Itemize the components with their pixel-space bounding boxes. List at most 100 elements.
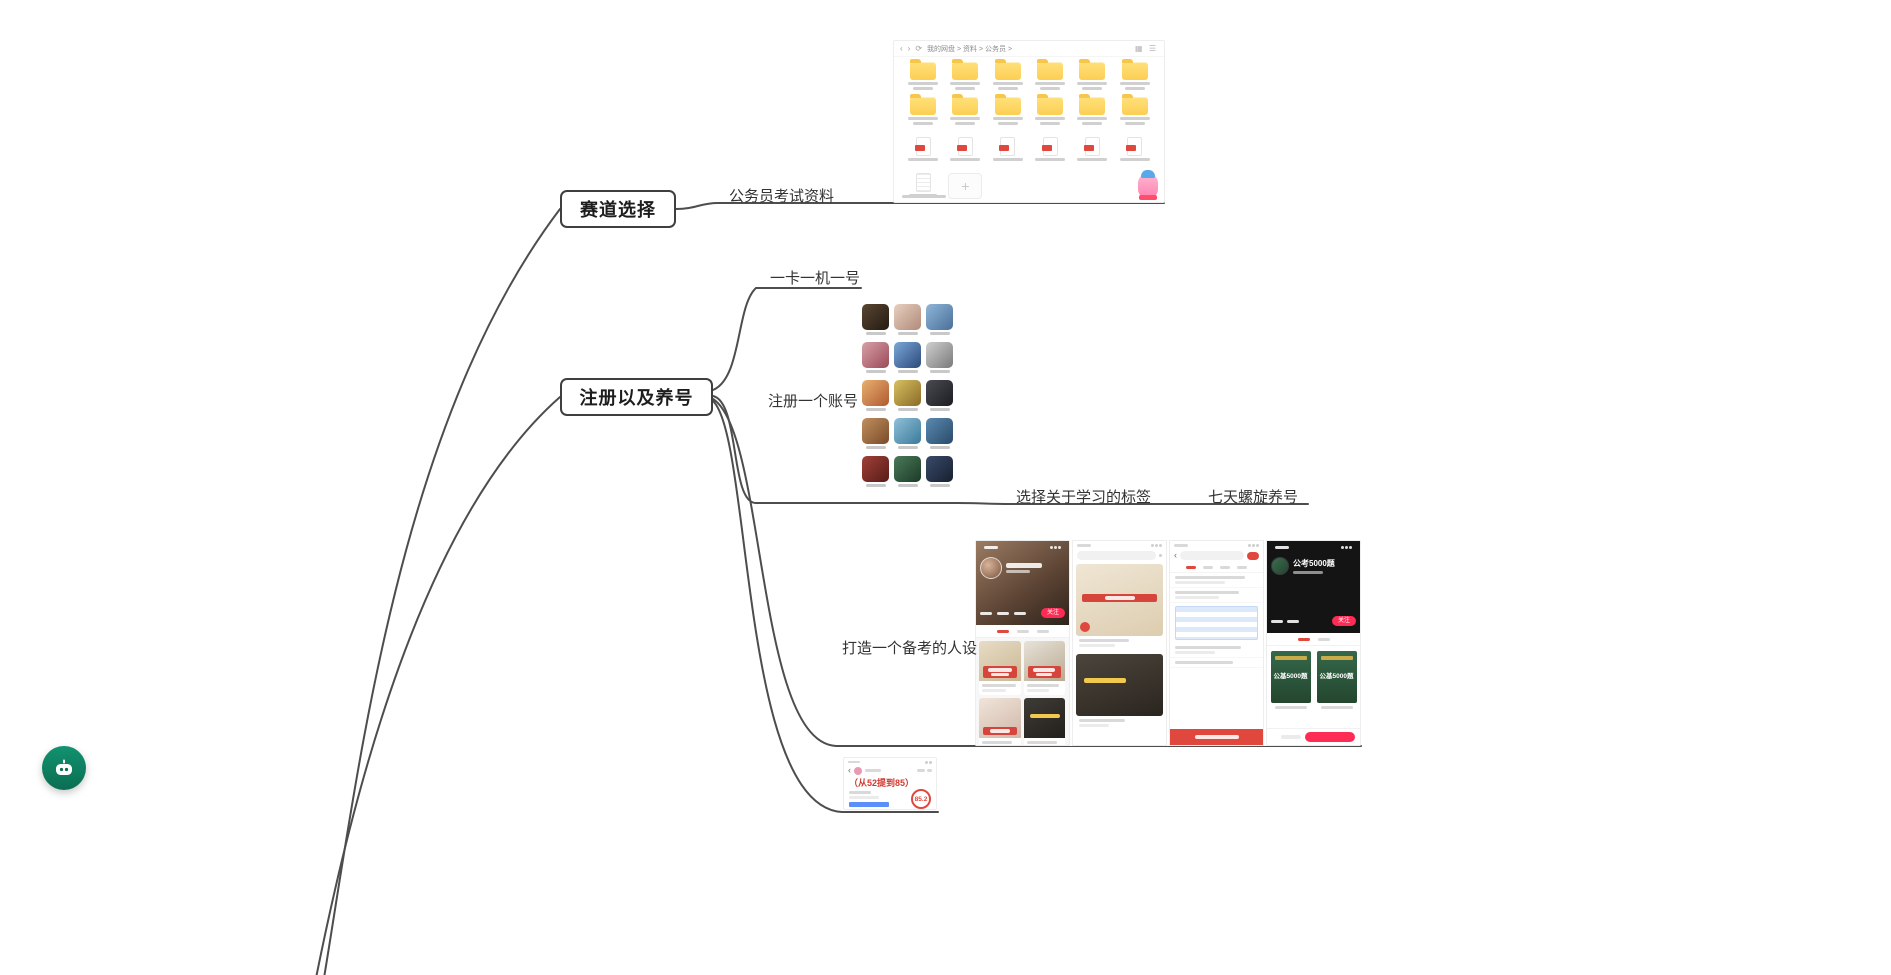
interest-tile[interactable] [926, 304, 953, 335]
pdf-file-item[interactable] [1029, 137, 1071, 161]
interest-image [894, 304, 921, 330]
back-icon[interactable]: ‹ [848, 765, 851, 775]
note-card[interactable] [979, 641, 1021, 695]
interest-tile[interactable] [926, 380, 953, 411]
interest-tile[interactable] [894, 418, 921, 449]
interest-tile[interactable] [894, 456, 921, 487]
folder-icon [910, 94, 937, 115]
phone-screenshot-feed [1072, 540, 1167, 746]
node-track-selection[interactable]: 赛道选择 [560, 190, 676, 228]
more-icon[interactable] [1159, 554, 1162, 557]
interest-tile[interactable] [926, 342, 953, 373]
pdf-file-item[interactable] [1071, 137, 1113, 161]
folder-item[interactable] [944, 59, 986, 90]
folder-item[interactable] [902, 59, 944, 90]
product-list: 公基5000题 公基5000题 [1267, 646, 1360, 714]
folder-item[interactable] [1114, 94, 1156, 125]
interest-tile[interactable] [926, 418, 953, 449]
branch-one-card-one-phone[interactable]: 一卡一机一号 [770, 270, 861, 287]
pdf-file-item[interactable] [902, 137, 944, 161]
view-options-icons[interactable]: ▦ ☰ [1135, 44, 1158, 53]
branch-study-tags[interactable]: 选择关于学习的标签 [1016, 489, 1152, 506]
folder-item[interactable] [944, 94, 986, 125]
follow-button[interactable]: 关注 [1331, 616, 1356, 626]
chat-widget-button[interactable] [42, 746, 86, 790]
avatar[interactable] [980, 557, 1002, 579]
branch-exam-materials[interactable]: 公务员考试资料 [729, 188, 835, 205]
back-icon[interactable]: ‹ [900, 44, 903, 53]
folder-item[interactable] [1114, 59, 1156, 90]
interest-tile[interactable] [894, 380, 921, 411]
interest-tile[interactable] [862, 380, 889, 411]
folder-item[interactable] [1071, 59, 1113, 90]
score-report-screenshot[interactable]: ‹ （从52提到85） 85.2 [843, 757, 937, 810]
topic-subtitle [1293, 571, 1323, 574]
note-card[interactable] [1076, 564, 1163, 650]
avatar[interactable] [854, 766, 862, 775]
filter-tabs[interactable] [1170, 562, 1263, 573]
interest-tile[interactable] [926, 456, 953, 487]
promo-banner[interactable] [1170, 729, 1263, 745]
add-file-tile[interactable]: + [944, 173, 986, 199]
pdf-file-item[interactable] [1114, 137, 1156, 161]
file-label [997, 122, 1018, 125]
file-label [955, 87, 976, 90]
pdf-file-item[interactable] [987, 137, 1029, 161]
search-bar[interactable] [1077, 551, 1156, 560]
book-title: 公基5000题 [1319, 672, 1354, 680]
product-card[interactable]: 公基5000题 [1270, 651, 1311, 709]
result-row[interactable] [1170, 643, 1263, 658]
red-sticker-text [983, 727, 1017, 735]
refresh-icon[interactable]: ⟳ [915, 44, 923, 53]
share-icon[interactable] [917, 769, 932, 772]
result-row[interactable] [1170, 658, 1263, 668]
search-button[interactable] [1247, 551, 1259, 560]
interest-image [926, 418, 953, 444]
note-card[interactable] [979, 698, 1021, 745]
topic-title: 公考5000题 [1293, 559, 1335, 568]
file-label [1077, 82, 1108, 85]
branch-register-account[interactable]: 注册一个账号 [768, 393, 859, 410]
phone-screenshots-strip[interactable]: 关注 [975, 540, 1361, 746]
folder-item[interactable] [987, 59, 1029, 90]
forward-icon[interactable]: › [907, 44, 911, 53]
interest-tile[interactable] [894, 304, 921, 335]
search-input[interactable] [1180, 551, 1244, 560]
pdf-file-item[interactable] [944, 137, 986, 161]
buy-button[interactable] [1305, 732, 1355, 742]
node-register-nurture[interactable]: 注册以及养号 [560, 378, 713, 416]
interest-tile[interactable] [862, 304, 889, 335]
topic-tabs[interactable] [1267, 633, 1360, 646]
file-label [950, 117, 981, 120]
interest-tile[interactable] [862, 418, 889, 449]
note-card[interactable] [1023, 641, 1065, 695]
interest-tile[interactable] [862, 456, 889, 487]
breadcrumb[interactable]: 我的网盘 > 资料 > 公务员 > [927, 45, 1013, 53]
folder-item[interactable] [987, 94, 1029, 125]
note-card[interactable] [1023, 698, 1065, 745]
product-card[interactable]: 公基5000题 [1316, 651, 1357, 709]
interest-label [929, 370, 950, 373]
note-card[interactable] [1076, 654, 1163, 730]
branch-seven-day-spiral[interactable]: 七天螺旋养号 [1208, 489, 1299, 506]
interest-tile[interactable] [862, 342, 889, 373]
follow-button[interactable]: 关注 [1040, 608, 1065, 618]
result-row[interactable] [1170, 573, 1263, 588]
folder-icon [1079, 59, 1106, 80]
folder-item[interactable] [902, 94, 944, 125]
note-card-grid [976, 638, 1069, 745]
mascot-sticker[interactable] [1138, 170, 1158, 200]
profile-tabs[interactable] [976, 625, 1069, 638]
branch-exam-persona[interactable]: 打造一个备考的人设 [842, 640, 978, 657]
book-title: 公基5000题 [1273, 672, 1308, 680]
folder-item[interactable] [1029, 94, 1071, 125]
result-row[interactable] [1170, 588, 1263, 603]
interest-label [929, 484, 950, 487]
interest-tile[interactable] [894, 342, 921, 373]
folder-item[interactable] [1029, 59, 1071, 90]
interest-grid-screenshot[interactable] [858, 300, 956, 501]
folder-item[interactable] [1071, 94, 1113, 125]
netdisk-screenshot[interactable]: ‹ › ⟳ 我的网盘 > 资料 > 公务员 > ▦ ☰ + [893, 40, 1165, 203]
interest-label [897, 484, 918, 487]
back-icon[interactable]: ‹ [1174, 550, 1177, 560]
